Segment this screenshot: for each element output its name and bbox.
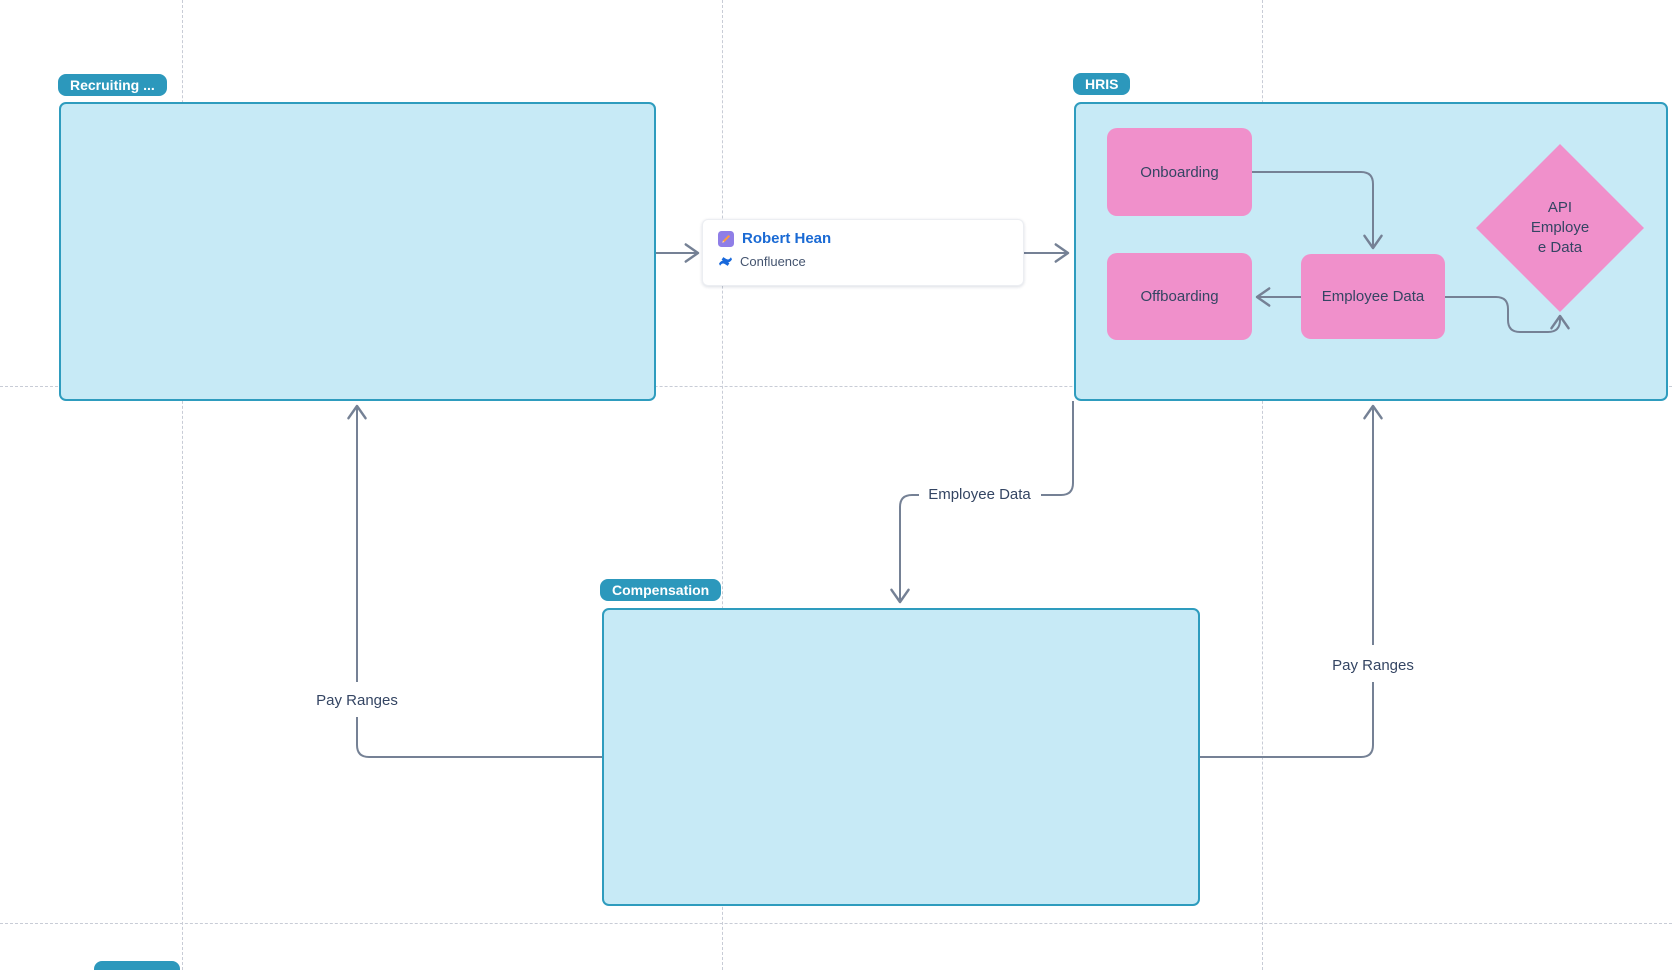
connector-hris-to-compensation-seg1[interactable] xyxy=(1041,401,1074,496)
grid-line-vertical xyxy=(182,0,183,970)
connector-compensation-to-hris-seg1[interactable] xyxy=(1200,682,1374,758)
smart-link-card[interactable]: Robert Hean Confluence xyxy=(702,219,1024,286)
node-onboarding[interactable]: Onboarding xyxy=(1107,128,1252,216)
whiteboard-icon xyxy=(718,230,734,247)
container-label-hris[interactable]: HRIS xyxy=(1073,73,1131,95)
connector-hris-to-compensation-seg2[interactable] xyxy=(890,494,919,604)
container-recruiting[interactable] xyxy=(59,102,656,401)
grid-line-horizontal xyxy=(0,923,1672,924)
container-compensation[interactable] xyxy=(602,608,1200,906)
smart-link-subtitle: Confluence xyxy=(740,254,806,269)
container-label-compensation[interactable]: Compensation xyxy=(600,579,722,601)
connector-compensation-to-recruiting-seg1[interactable] xyxy=(356,717,602,758)
grid-line-horizontal xyxy=(0,386,1672,387)
grid-line-vertical xyxy=(722,0,723,970)
node-offboarding[interactable]: Offboarding xyxy=(1107,253,1252,340)
diamond-label: API Employe e Data xyxy=(1530,199,1590,256)
partial-label-pill[interactable] xyxy=(94,961,180,970)
smart-link-title[interactable]: Robert Hean xyxy=(742,230,832,247)
edge-label-pay-ranges-right[interactable]: Pay Ranges xyxy=(1332,657,1414,674)
container-label-recruiting[interactable]: Recruiting ... xyxy=(58,74,167,96)
node-employee-data[interactable]: Employee Data xyxy=(1301,254,1445,339)
confluence-icon xyxy=(719,257,732,266)
edge-label-pay-ranges-left[interactable]: Pay Ranges xyxy=(316,692,398,709)
grid-line-vertical xyxy=(1262,0,1263,970)
edge-label-employee-data[interactable]: Employee Data xyxy=(928,486,1031,503)
